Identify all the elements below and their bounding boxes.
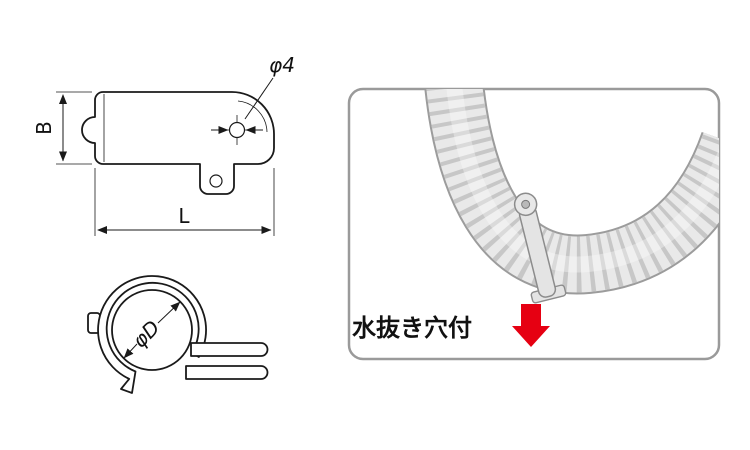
saddle-clamp-photo <box>513 192 567 304</box>
saddle-inner-fold-line <box>237 100 268 133</box>
red-down-arrow <box>512 304 550 347</box>
saddle-top-outline <box>81 91 275 195</box>
dim-d-arrow-upper <box>157 301 181 324</box>
pipe-highlight-layer <box>444 89 719 273</box>
hole-dia-label: φ4 <box>269 53 295 77</box>
hole-leader-line <box>244 77 274 120</box>
photo-panel: 水抜き穴付 <box>347 87 721 361</box>
clamp-upper-flange <box>190 342 269 357</box>
dim-d-arrow-lower <box>123 343 138 359</box>
pipe-corrugation-layer <box>424 89 719 293</box>
drain-hole-caption: 水抜き穴付 <box>352 314 472 342</box>
dim-l-label: L <box>178 204 190 228</box>
side-view: φD <box>87 275 269 394</box>
ear-hole <box>209 174 223 188</box>
clamp-band-profile <box>97 275 207 394</box>
mounting-hole <box>228 121 246 139</box>
dim-b-label: B <box>32 121 56 135</box>
clamp-ear-hole <box>521 199 531 209</box>
pipe-illustration <box>422 89 719 304</box>
top-view: φ4 B L <box>32 53 295 236</box>
clamp-lower-flange <box>185 365 269 380</box>
